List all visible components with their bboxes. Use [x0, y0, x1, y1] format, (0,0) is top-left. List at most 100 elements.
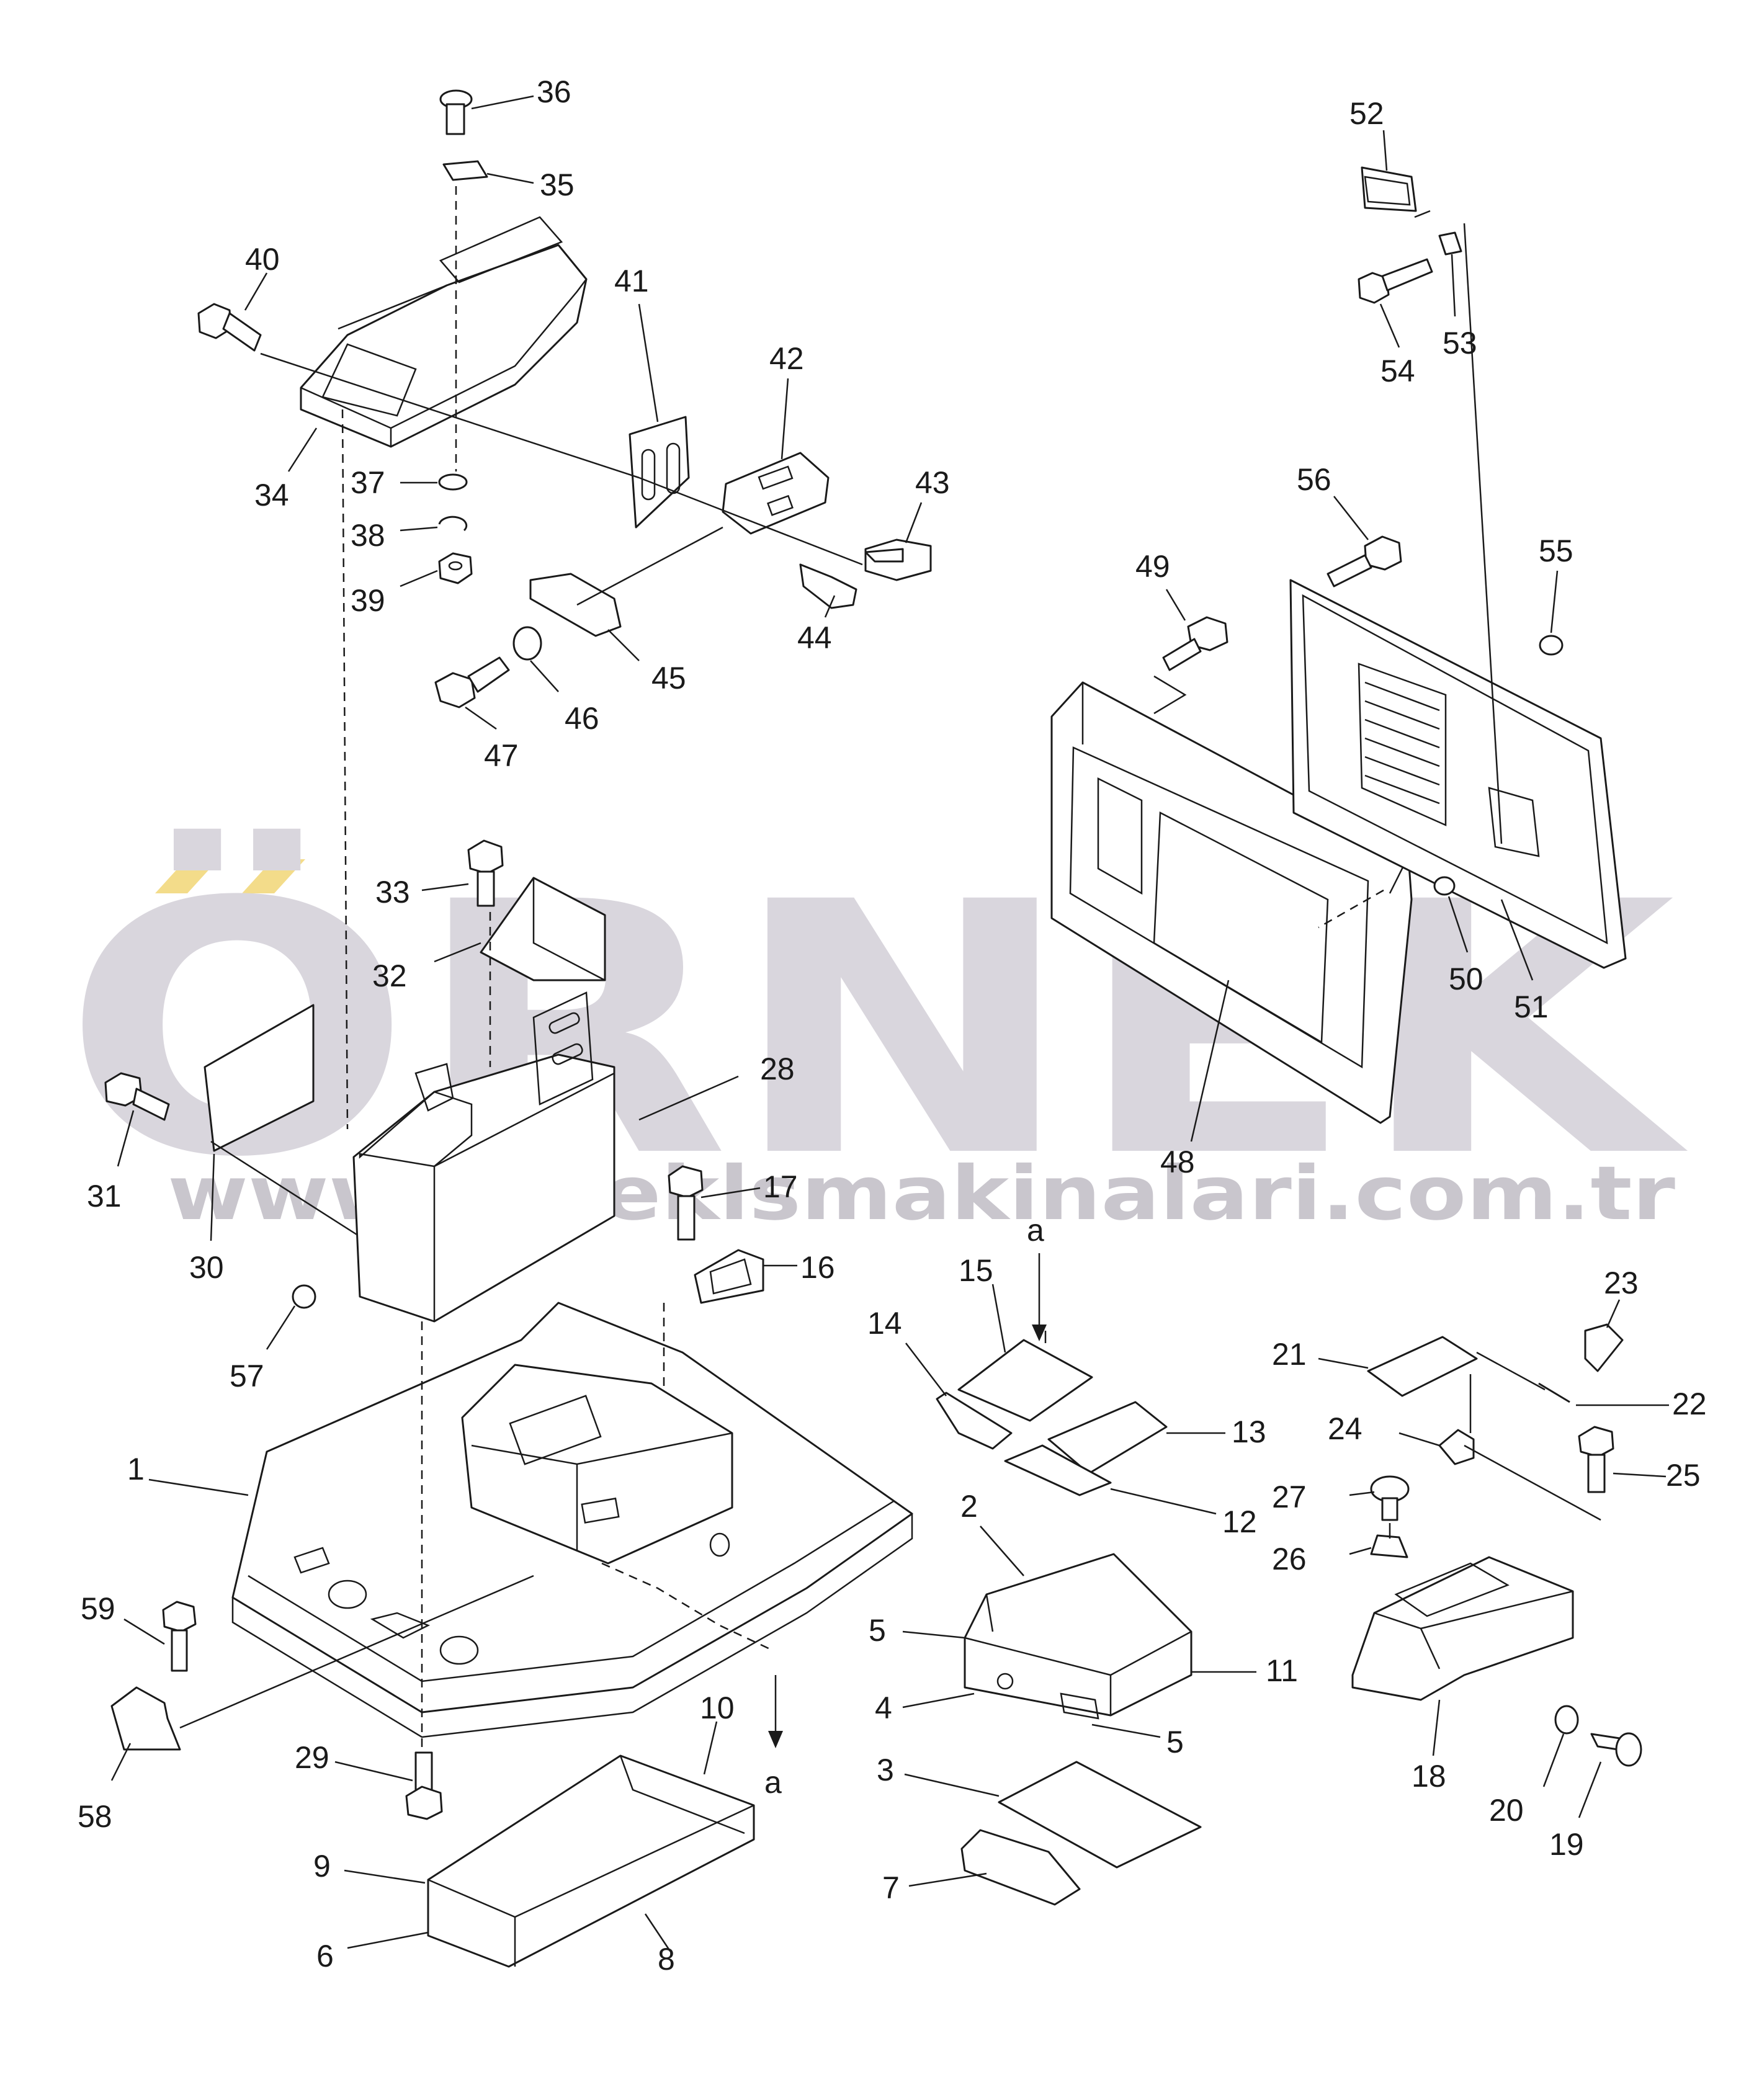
bolt-17 — [668, 1165, 704, 1241]
callout-label: 18 — [1412, 1759, 1446, 1794]
callout-label: 5 — [869, 1613, 886, 1648]
washer-37 — [438, 473, 468, 491]
bolt-43 — [864, 538, 932, 581]
cover-18 — [1351, 1556, 1574, 1701]
bracket-58 — [110, 1686, 181, 1751]
watermark-accent-right — [242, 859, 305, 893]
bracket-24 — [1438, 1429, 1475, 1465]
callout-label: 25 — [1666, 1458, 1701, 1493]
callout-label: 54 — [1380, 354, 1415, 388]
bracket-41 — [629, 416, 690, 529]
callout-label: 26 — [1272, 1542, 1307, 1576]
view-marker-bottom: a — [764, 1675, 783, 1800]
callout-label: 43 — [915, 465, 950, 500]
plate-53 — [1438, 231, 1462, 256]
callout-label: 52 — [1349, 96, 1384, 131]
callout-label: 21 — [1272, 1337, 1307, 1372]
callout-label: 10 — [700, 1691, 735, 1725]
callout-label: 7 — [882, 1870, 900, 1905]
callout-label: 12 — [1222, 1504, 1257, 1539]
battery-box-assembly — [104, 409, 615, 1323]
latch-45 — [529, 573, 622, 637]
cover-34 — [300, 244, 588, 448]
callout-label: 42 — [769, 341, 804, 376]
callout-label: 6 — [316, 1939, 334, 1973]
callout-label: 2 — [960, 1489, 978, 1524]
cap-26 — [1370, 1534, 1408, 1558]
tray-2 — [964, 1553, 1192, 1720]
mat-13 — [1047, 1401, 1168, 1475]
callout-label: 5 — [1166, 1725, 1184, 1759]
callout-label: 1 — [127, 1452, 145, 1486]
bolt-49 — [1162, 616, 1228, 671]
callout-label: 34 — [254, 478, 289, 512]
plate-30 — [204, 1004, 315, 1152]
washer-46 — [512, 626, 542, 661]
callout-label: 31 — [87, 1179, 122, 1213]
callout-label: 14 — [867, 1306, 902, 1341]
callout-label: 11 — [1266, 1653, 1298, 1688]
bolt-36 — [439, 89, 473, 135]
mat-3 — [998, 1761, 1202, 1869]
tray-10 — [427, 1754, 755, 1968]
callout-label: 45 — [651, 661, 686, 695]
watermark-accent-left — [155, 859, 218, 893]
watermark-brand: ÖRNEK — [62, 825, 1691, 1233]
bolt-54 — [1358, 258, 1433, 304]
callout-label: 13 — [1232, 1414, 1266, 1449]
grommet-57 — [292, 1284, 316, 1309]
bolt-25 — [1578, 1426, 1614, 1493]
callouts: 1 2 3 4 5 5 6 7 8 9 10 11 12 — [78, 74, 1707, 1977]
clip-35 — [442, 160, 488, 181]
callout-label: 16 — [800, 1250, 835, 1285]
callout-label: 39 — [351, 583, 385, 618]
box-28 — [352, 1053, 615, 1323]
hook-16 — [694, 1249, 764, 1304]
bolt-56 — [1327, 535, 1402, 588]
callout-label: 55 — [1539, 534, 1573, 568]
callout-label: 33 — [375, 875, 410, 909]
nut-39 — [438, 552, 473, 584]
callout-label: 20 — [1489, 1793, 1524, 1828]
bolt-44 — [799, 563, 857, 609]
callout-label: 9 — [313, 1849, 331, 1883]
mat-7 — [960, 1829, 1081, 1906]
callout-label: 24 — [1328, 1411, 1362, 1446]
floor-plate-assembly — [110, 1165, 913, 1968]
callout-label: 40 — [245, 242, 280, 277]
callout-label: 28 — [760, 1052, 795, 1086]
callout-label: 8 — [658, 1942, 675, 1977]
cap-55 — [1539, 635, 1564, 656]
callout-label: 50 — [1449, 962, 1483, 996]
callout-label: 35 — [540, 168, 575, 202]
door-frame-assembly — [1050, 166, 1627, 1124]
callout-label: 30 — [189, 1250, 224, 1285]
callout-label: 41 — [614, 264, 649, 298]
callout-label: 32 — [372, 958, 407, 993]
hinge-42 — [722, 452, 830, 535]
callout-label: 53 — [1443, 326, 1477, 360]
callout-label: 48 — [1160, 1145, 1195, 1179]
frame-48 — [1050, 681, 1413, 1124]
callout-label: 56 — [1297, 462, 1331, 497]
bolt-40 — [197, 303, 262, 352]
callout-label: 27 — [1272, 1480, 1307, 1514]
pedal-cover-assembly — [1351, 1323, 1642, 1767]
callout-label: 15 — [959, 1253, 993, 1288]
handle-52 — [1361, 166, 1417, 212]
callout-label: 38 — [351, 518, 385, 553]
callout-label: 57 — [230, 1359, 264, 1393]
upper-cover-assembly — [197, 89, 932, 708]
bolt-31 — [104, 1072, 170, 1121]
bolt-47 — [434, 656, 510, 708]
callout-label: 51 — [1514, 990, 1549, 1024]
callout-label: 37 — [351, 465, 385, 500]
callout-label: 59 — [81, 1591, 115, 1626]
plate-32 — [480, 877, 606, 981]
door-grille — [1358, 663, 1447, 826]
plate-21 — [1367, 1336, 1478, 1397]
callout-label: 22 — [1672, 1387, 1707, 1421]
clip-23 — [1584, 1323, 1624, 1372]
console-raised — [461, 1364, 733, 1565]
